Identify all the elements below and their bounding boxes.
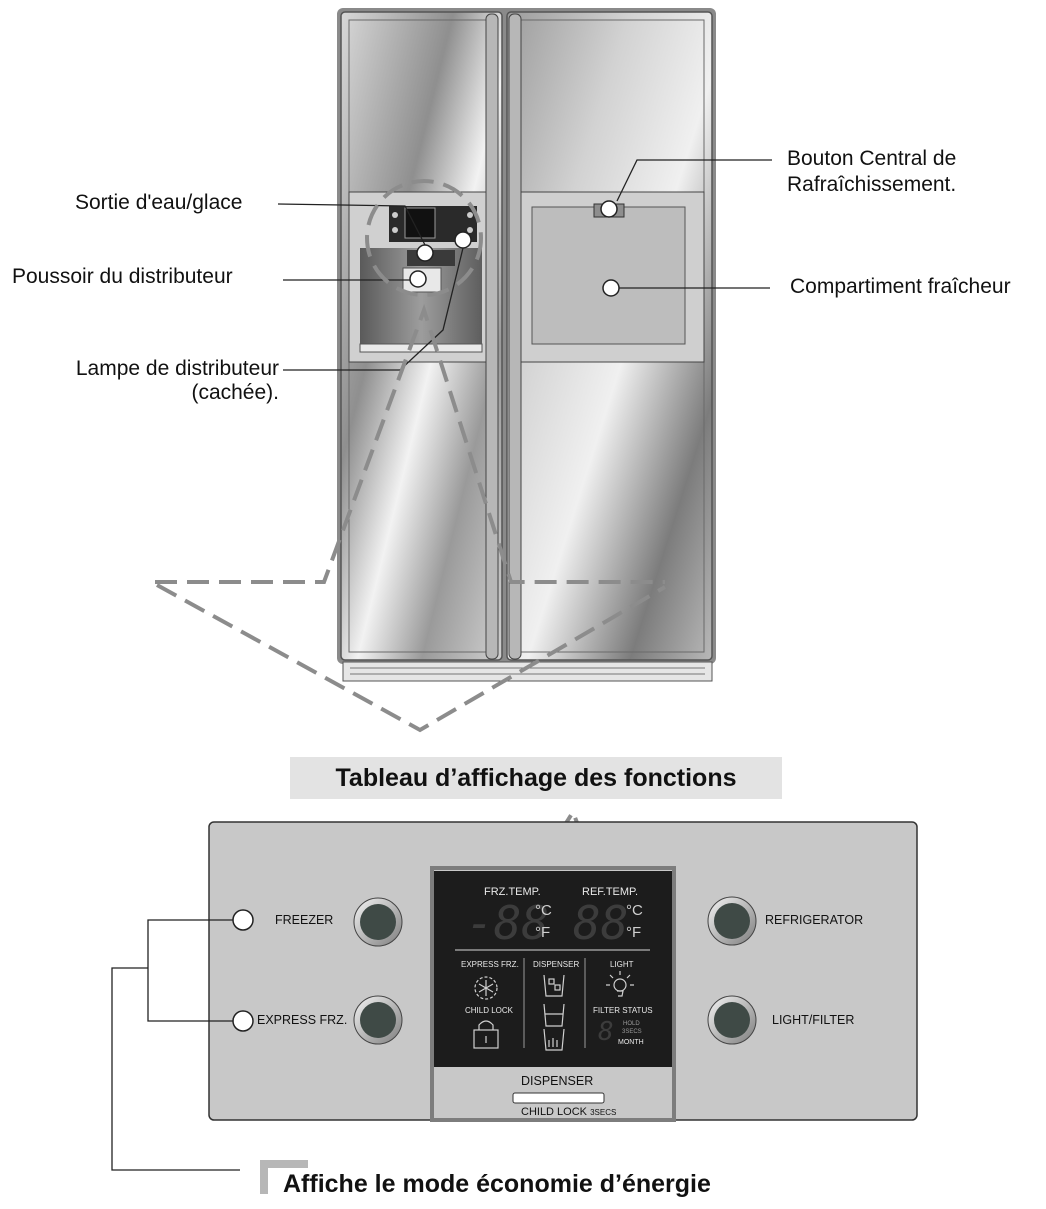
month-label: MONTH [618,1039,644,1046]
kickplate [342,661,713,682]
dispenser-child-lock-button[interactable] [512,1092,605,1104]
marker-water-ice [416,244,434,262]
crushed-ice-icon [543,1028,565,1051]
fridge-temp-readout: 88 [573,896,629,950]
freezer-handle [485,13,499,660]
child-lock-text: CHILD LOCK [521,1106,588,1118]
hold-label: HOLD [623,1021,640,1027]
freezer-temp-readout: -88 [466,896,550,950]
fresh-compartment-door [531,206,686,345]
energy-saving-note: Affiche le mode économie d’énergie [283,1170,711,1198]
padlock-icon [473,1020,499,1049]
cool-button-label-1: Bouton Central de [787,147,957,170]
light-bulb-icon [606,971,634,997]
ice-cube-icon [543,974,565,997]
zoom-circle [365,179,483,297]
ref-unit-c: °C [626,902,643,919]
filter-status-display-label: FILTER STATUS [593,1006,653,1015]
refrigerator-button-label: REFRIGERATOR [765,913,864,927]
light-filter-button-label: LIGHT/FILTER [772,1013,855,1027]
child-lock-button-label: CHILD LOCK 3SECS [521,1106,616,1118]
note-corner-mark [260,1160,308,1194]
fridge-handle [508,13,522,660]
knob-group [353,896,757,1045]
freezer-button-label: FREEZER [275,913,334,927]
water-glass-icon [543,1003,565,1027]
light-display-label: LIGHT [610,960,634,969]
child-lock-seconds: 3SECS [590,1108,617,1117]
fresh-compartment-label: Compartiment fraîcheur [790,275,1011,298]
ref-temp-label: REF.TEMP. [582,886,639,898]
express-frz-indicator [232,1010,254,1032]
secs-label: 3SECS [622,1029,642,1035]
ref-unit-f: °F [626,924,642,941]
snowflake-icon [474,976,498,1000]
filter-month-digit: 8 [598,1017,614,1047]
dispenser-button-label: DISPENSER [521,1074,594,1088]
dispenser-display-label: DISPENSER [533,960,580,969]
cool-button-label-2: Rafraîchissement. [787,173,957,196]
marker-cool-button [600,200,618,218]
frz-unit-c: °C [535,902,552,919]
dispenser-lamp-label-1: Lampe de distributeur [75,357,279,380]
panel-title: Tableau d’affichage des fonctions [290,757,782,799]
marker-dispenser-pad [409,270,427,288]
express-frz-display-label: EXPRESS FRZ. [461,960,519,969]
frz-temp-label: FRZ.TEMP. [484,886,541,898]
marker-fresh-compartment [602,279,620,297]
child-lock-display-label: CHILD LOCK [465,1006,514,1015]
marker-dispenser-lamp [454,231,472,249]
dispenser-pad-label: Poussoir du distributeur [12,265,233,288]
dispenser-lamp-label-2: (cachée). [191,381,279,404]
express-frz-button-label: EXPRESS FRZ. [257,1013,348,1027]
frz-unit-f: °F [535,924,551,941]
freezer-indicator [232,909,254,931]
water-ice-outlet-label: Sortie d'eau/glace [75,191,243,214]
